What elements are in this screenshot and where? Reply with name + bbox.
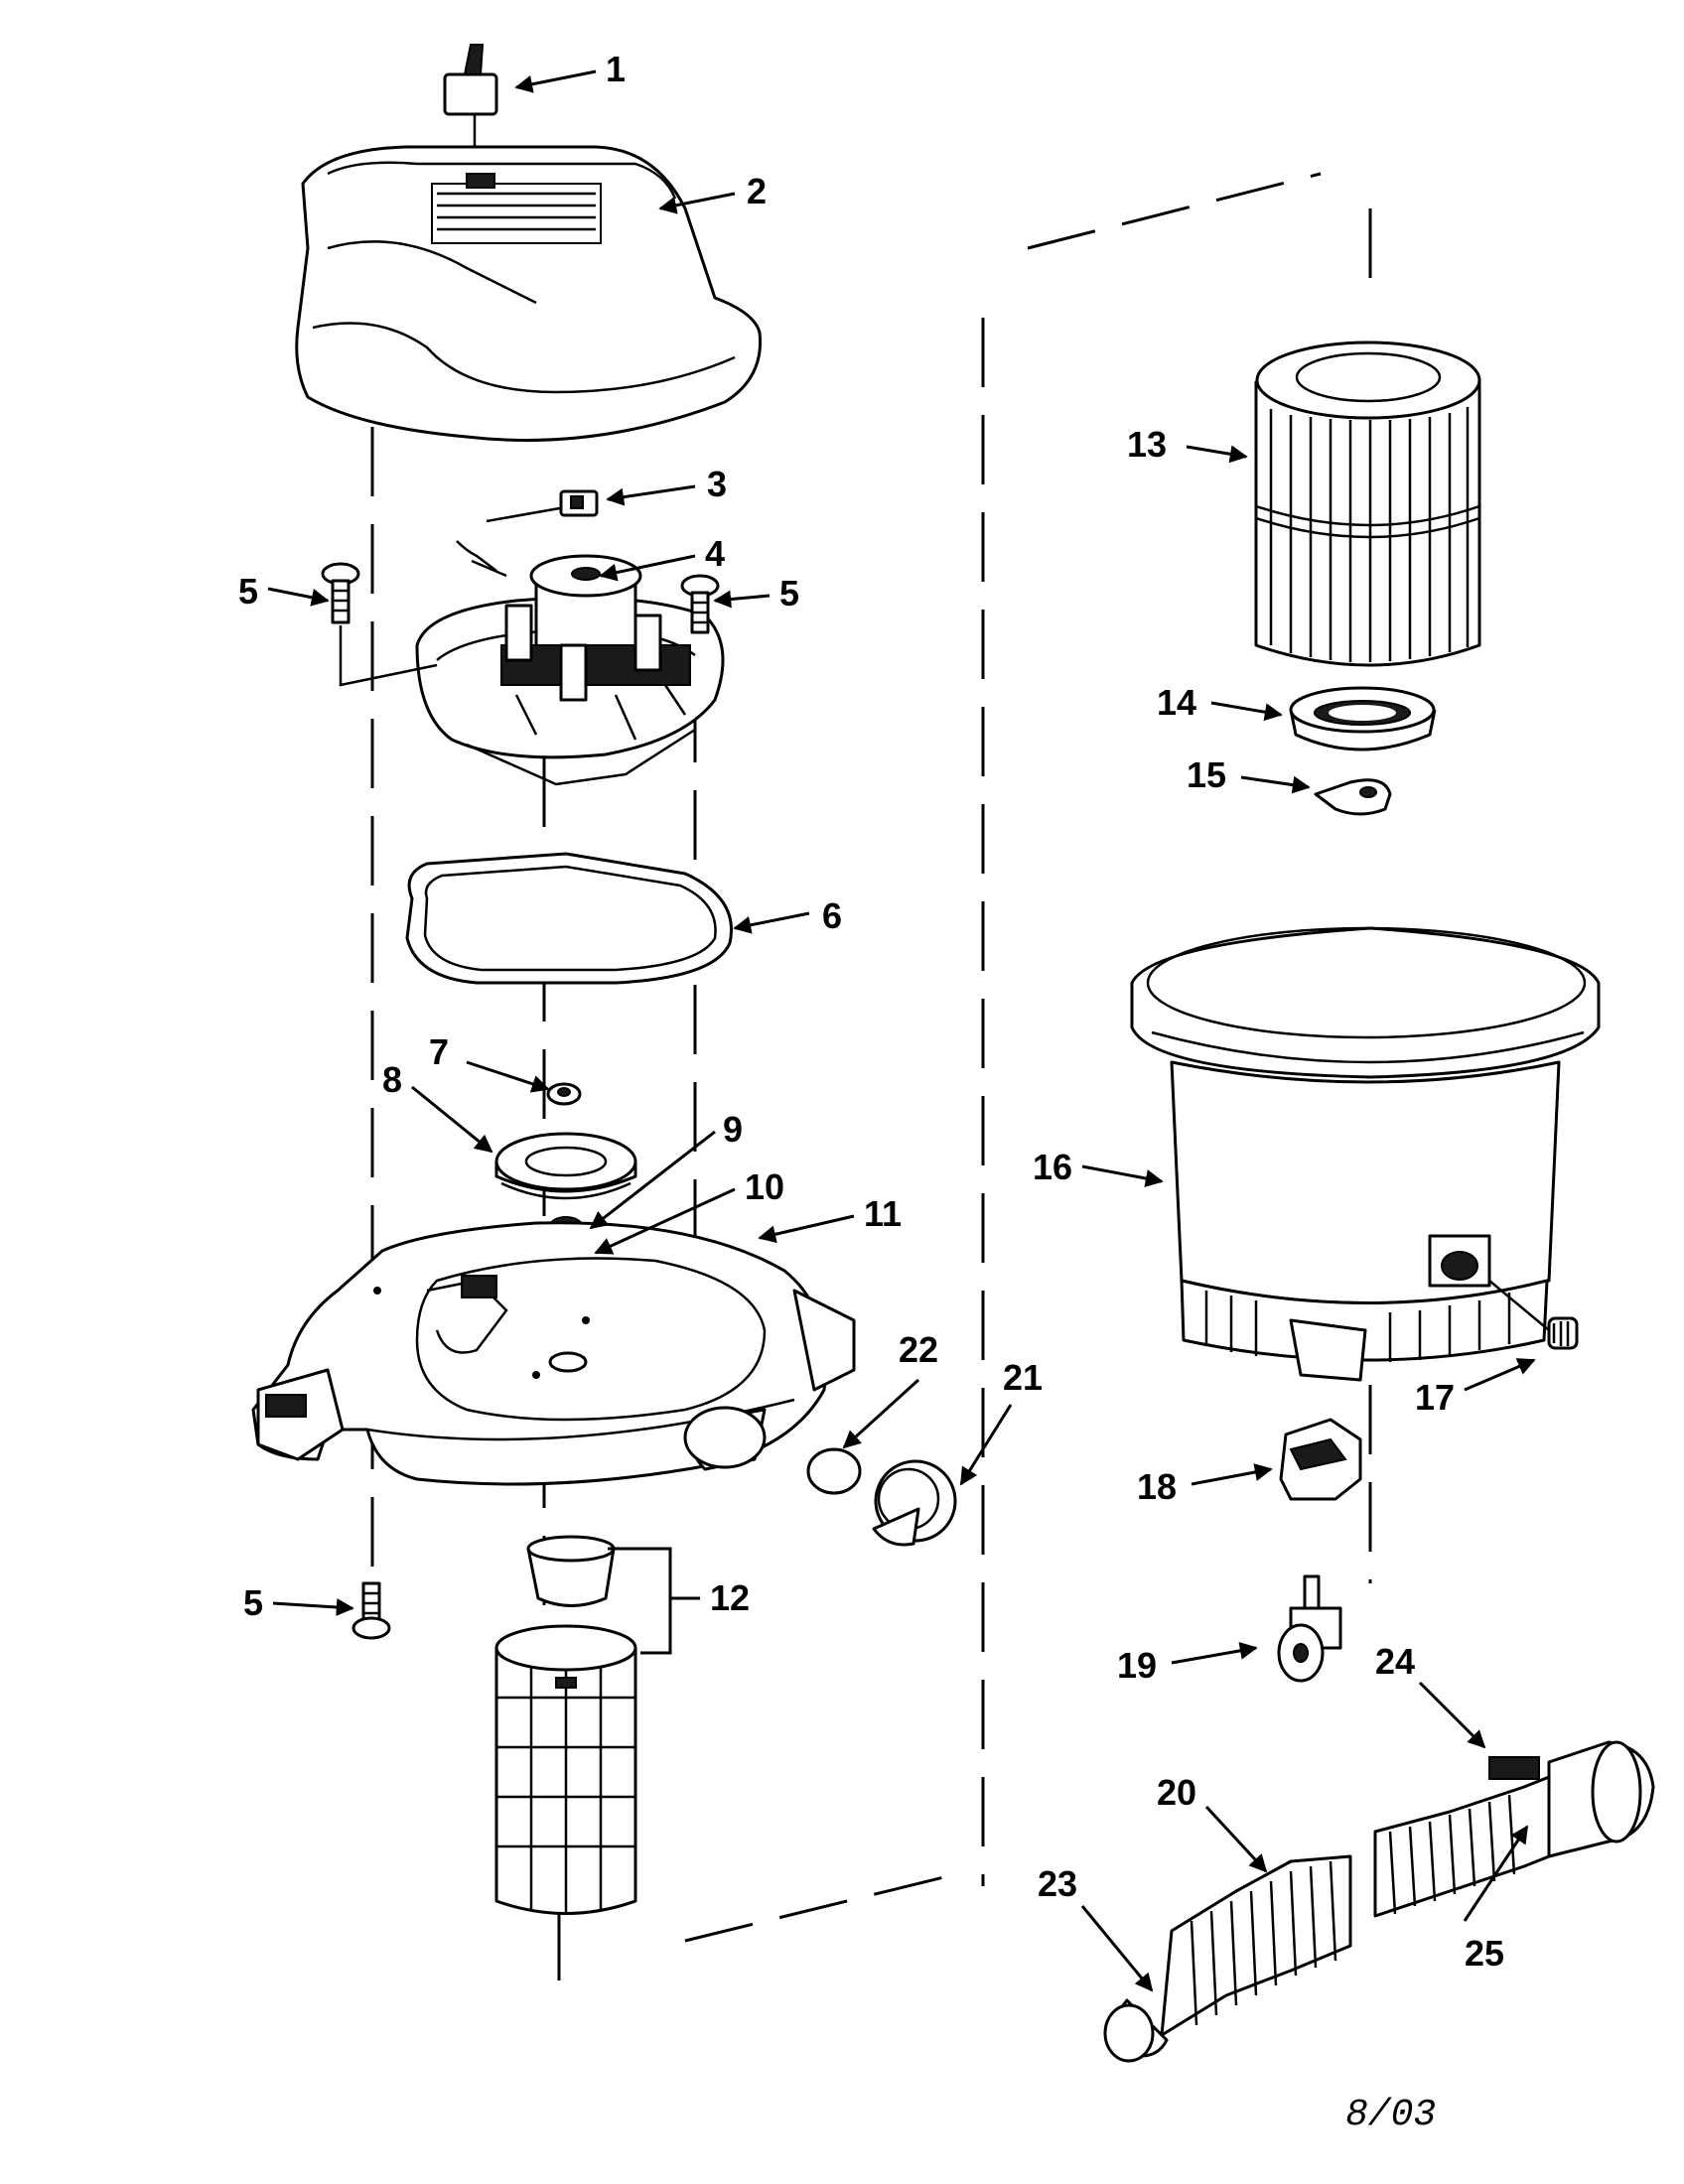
part-18-caster-foot [1279, 1418, 1362, 1501]
part-16-collection-drum [1130, 926, 1601, 1382]
callout-17: 17 [1415, 1377, 1455, 1418]
date-code: 8/03 [1345, 2094, 1436, 2136]
callout-9: 9 [723, 1109, 743, 1150]
part-12-float-cage [494, 1535, 637, 1915]
callout-2: 2 [747, 171, 767, 211]
part-2-motor-cover [295, 145, 763, 442]
part-8-disk-filter [494, 1132, 637, 1200]
part-13-cartridge-filter [1254, 341, 1481, 667]
part-5-screw-right [680, 574, 720, 634]
callout-19: 19 [1117, 1645, 1157, 1686]
callout-13: 13 [1127, 424, 1167, 465]
part-23-hose-end-cuff [1103, 1998, 1169, 2063]
callout-20: 20 [1157, 1772, 1196, 1813]
callout-8: 8 [382, 1059, 402, 1100]
part-6-gasket [405, 852, 733, 985]
callout-labels: 1 2 3 4 5 5 5 6 7 8 9 10 11 12 13 14 15 … [238, 49, 1504, 1974]
part-17-drain-cap [1488, 1280, 1579, 1350]
part-22-seal [806, 1447, 862, 1495]
callout-6: 6 [822, 895, 842, 936]
part-21-hose-connector [872, 1459, 957, 1547]
callout-23: 23 [1038, 1863, 1077, 1904]
callout-16: 16 [1033, 1147, 1072, 1187]
part-19-caster [1277, 1574, 1342, 1683]
part-24-hose-cuff-latch [1488, 1740, 1655, 1858]
callout-7: 7 [429, 1031, 449, 1072]
callout-10: 10 [745, 1166, 784, 1207]
callout-3: 3 [707, 464, 727, 504]
cover-vent-grille [431, 173, 602, 244]
part-20-hose-section [1160, 1854, 1352, 2037]
part-5-screw-left [321, 562, 438, 687]
part-7-nut [546, 1082, 582, 1106]
lid-inlet-port [683, 1406, 767, 1471]
callout-15: 15 [1187, 754, 1226, 795]
callout-24: 24 [1375, 1641, 1415, 1682]
callout-22: 22 [899, 1329, 938, 1370]
callout-5-right: 5 [779, 573, 799, 614]
callout-1: 1 [606, 49, 626, 89]
callout-5-left: 5 [238, 571, 258, 612]
callout-12: 12 [710, 1577, 750, 1618]
callout-14: 14 [1157, 682, 1196, 723]
leader-arrows [267, 69, 1536, 1992]
part-11-lid-housing [251, 1221, 856, 1486]
part-3-switch-harness [486, 489, 599, 523]
callout-11: 11 [864, 1193, 902, 1234]
part-5-screw-bottom [351, 1581, 391, 1640]
callout-21: 21 [1003, 1357, 1043, 1398]
callout-25: 25 [1465, 1933, 1504, 1974]
callout-5-bottom: 5 [243, 1582, 263, 1623]
part-4-motor-assembly [415, 540, 725, 786]
part-15-lock-nut [1314, 778, 1392, 816]
part-14-filter-retainer [1289, 686, 1437, 751]
part-25-hose-section [1373, 1775, 1551, 1918]
callout-4: 4 [705, 533, 725, 574]
callout-18: 18 [1137, 1466, 1177, 1507]
